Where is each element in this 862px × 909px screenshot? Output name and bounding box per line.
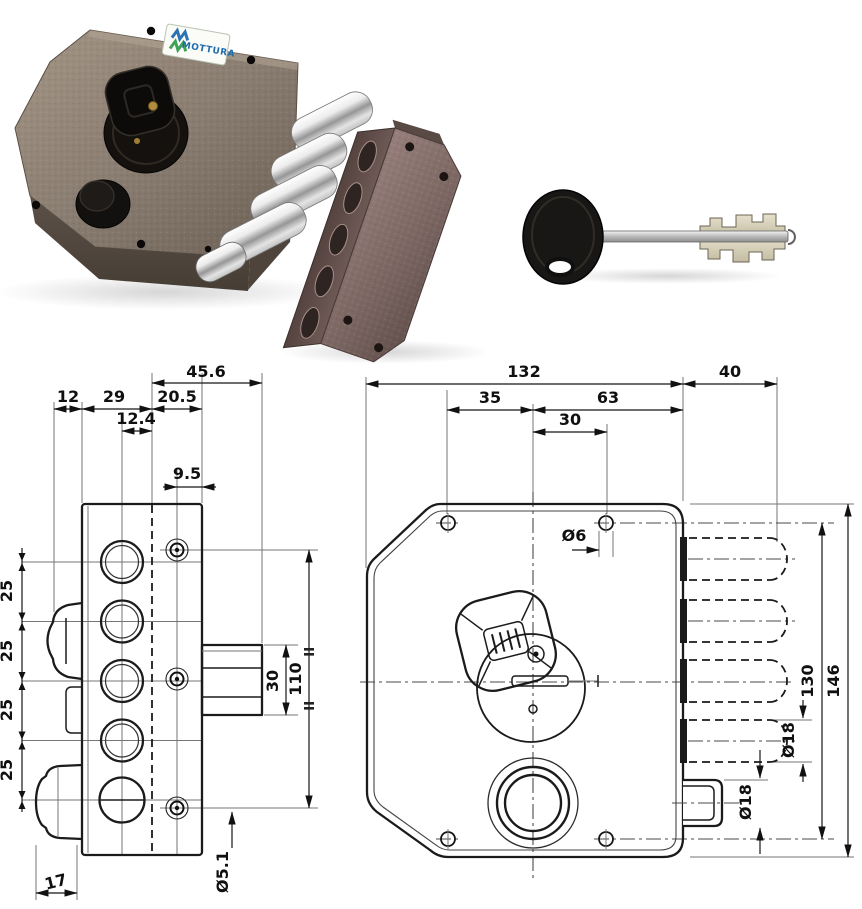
front-body bbox=[365, 502, 788, 859]
front-latch bbox=[672, 778, 742, 828]
key-photo bbox=[522, 189, 796, 285]
front-dimension-labels: 132 40 35 63 30 Ø6 130 146 Ø18 Ø18 bbox=[479, 362, 843, 820]
lock-photo: MOTTURA bbox=[0, 23, 373, 310]
key-tip bbox=[787, 229, 796, 246]
strike-slots bbox=[300, 140, 377, 339]
front-cylinder bbox=[487, 757, 579, 849]
knob-stem-profile bbox=[65, 686, 82, 734]
strike-screw-holes bbox=[343, 142, 449, 353]
dim-bolt-extension: 40 bbox=[719, 362, 741, 381]
lock-underside bbox=[30, 196, 250, 291]
brass-screw bbox=[148, 101, 158, 111]
dim-body-depth: 29 bbox=[103, 387, 125, 406]
strike-box-photo bbox=[280, 119, 490, 364]
case-screws bbox=[31, 26, 256, 253]
dim-hole-span-side: 110 bbox=[286, 662, 305, 695]
dim-bolt-spacing-2: 25 bbox=[0, 640, 16, 662]
side-body bbox=[34, 502, 264, 857]
dim-hole-span-front: 130 bbox=[798, 664, 817, 697]
spacing-ticks bbox=[18, 553, 26, 809]
dim-screw-offset: 9.5 bbox=[173, 464, 201, 483]
key-head bbox=[522, 189, 604, 285]
dim-bolt-spacing-1: 25 bbox=[0, 580, 16, 602]
dim-latch-dia: Ø18 bbox=[736, 784, 755, 820]
dim-bolt-width: 30 bbox=[263, 670, 282, 692]
dim-center-to-edge: 63 bbox=[597, 388, 619, 407]
dim-face-screw-dia: Ø6 bbox=[562, 526, 587, 545]
deadbolts bbox=[195, 91, 373, 283]
dim-flange-depth: 20.5 bbox=[157, 387, 196, 406]
dim-knob-offset: 17 bbox=[43, 870, 69, 894]
side-dimensions bbox=[18, 379, 314, 897]
hidden-bolts bbox=[689, 537, 788, 763]
logo-m-green-icon bbox=[168, 38, 188, 54]
dim-bolt-spacing-4: 25 bbox=[0, 759, 16, 781]
knob-profile-lower bbox=[34, 763, 83, 841]
front-screw-holes bbox=[440, 513, 614, 849]
dim-knob-depth: 12 bbox=[57, 387, 79, 406]
secondary-knob bbox=[75, 179, 131, 229]
dim-center-to-screw: 30 bbox=[559, 410, 581, 429]
dim-bolt-spacing-3: 25 bbox=[0, 699, 16, 721]
equality-marks bbox=[304, 648, 314, 710]
side-screw-holes bbox=[165, 538, 189, 820]
front-knob bbox=[455, 590, 599, 743]
dim-screw-to-center: 35 bbox=[479, 388, 501, 407]
dim-body-height: 146 bbox=[824, 664, 843, 697]
side-bolt bbox=[200, 643, 264, 717]
key-shaft bbox=[597, 230, 789, 243]
bolt-edge-tabs bbox=[680, 537, 687, 763]
brass-pin bbox=[134, 138, 140, 144]
front-extension-lines bbox=[365, 377, 854, 858]
dim-bolt-axis: 12.4 bbox=[116, 409, 155, 428]
dim-bolt-dia: Ø18 bbox=[779, 722, 798, 758]
front-dimensions bbox=[365, 380, 852, 858]
dim-body-width: 132 bbox=[507, 362, 540, 381]
dim-bolt-throw: 45.6 bbox=[186, 362, 225, 381]
front-view-drawing: 132 40 35 63 30 Ø6 130 146 Ø18 Ø18 bbox=[360, 362, 854, 882]
main-knob bbox=[103, 65, 189, 174]
side-view-drawing: 45.6 12 29 20.5 12.4 9.5 25 25 25 25 30 … bbox=[0, 362, 318, 900]
key-head-hole bbox=[545, 257, 575, 277]
logo-m-blue-icon bbox=[170, 27, 190, 43]
mottura-logo-sticker: MOTTURA bbox=[161, 23, 236, 66]
side-dimension-labels: 45.6 12 29 20.5 12.4 9.5 25 25 25 25 30 … bbox=[0, 362, 305, 894]
dim-screw-hole-dia: Ø5.1 bbox=[213, 851, 232, 893]
knob-profile-upper bbox=[46, 601, 83, 681]
